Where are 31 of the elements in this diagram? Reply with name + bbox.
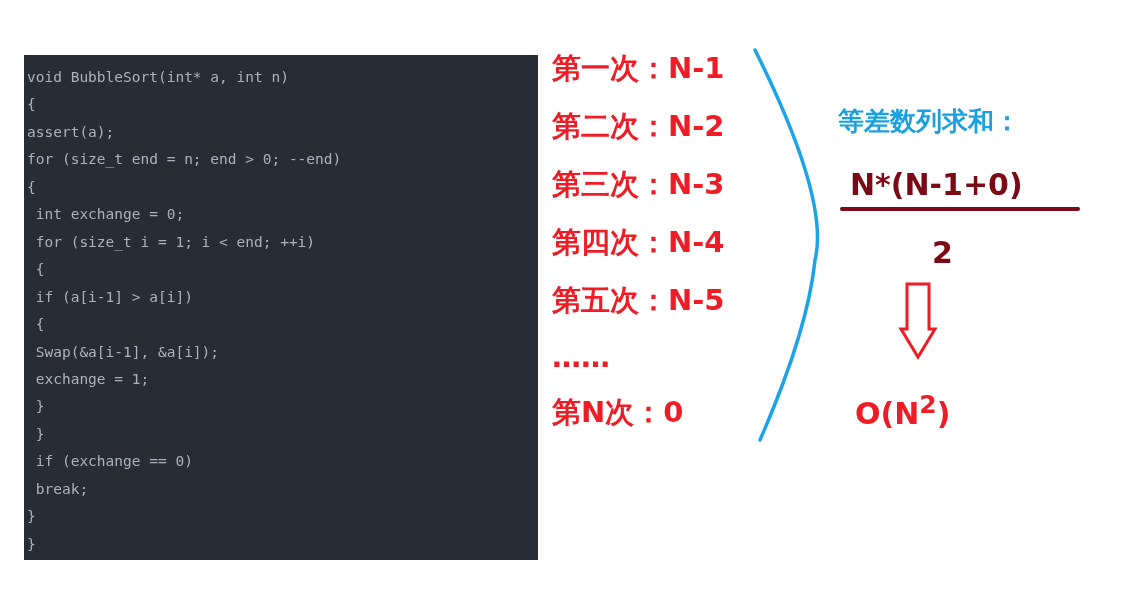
pass-count-label: ……	[552, 340, 610, 374]
code-line: for (size_t i = 1; i < end; ++i)	[34, 232, 316, 251]
pass-count-label: 第一次：N-1	[552, 51, 725, 85]
code-panel	[24, 55, 538, 560]
heading: 等差数列求和：	[838, 105, 1020, 138]
code-line: {	[27, 177, 36, 196]
code-line: Swap(&a[i-1], &a[i]);	[34, 342, 220, 361]
code-line: {	[27, 95, 36, 114]
code-line: break;	[34, 479, 89, 498]
code-line: }	[27, 507, 36, 526]
code-line: {	[34, 315, 45, 334]
code-line: if (exchange == 0)	[34, 452, 193, 471]
pass-count-label: 第N次：0	[552, 395, 684, 429]
numerator: N*(N-1+0)	[850, 166, 1023, 204]
pass-count-label: 第三次：N-3	[552, 167, 725, 201]
code-line: for (size_t end = n; end > 0; --end)	[27, 150, 342, 169]
complexity-formula: O(N$^{2}$)	[855, 385, 951, 434]
code-line: }	[34, 424, 45, 443]
code-line: }	[34, 397, 45, 416]
hollow-arrow	[898, 282, 938, 360]
denominator: 2	[932, 234, 953, 272]
code-line: assert(a);	[27, 122, 115, 141]
pass-count-label: 第五次：N-5	[552, 283, 725, 317]
pass-count-label: 第二次：N-2	[552, 109, 725, 143]
code-line: int exchange = 0;	[34, 205, 185, 224]
code-line: {	[34, 260, 45, 279]
code-line: exchange = 1;	[34, 369, 150, 388]
pass-count-label: 第四次：N-4	[552, 225, 725, 259]
code-line: if (a[i-1] > a[i])	[34, 287, 193, 306]
code-line: }	[27, 534, 36, 553]
code-line: void BubbleSort(int* a, int n)	[27, 68, 289, 86]
